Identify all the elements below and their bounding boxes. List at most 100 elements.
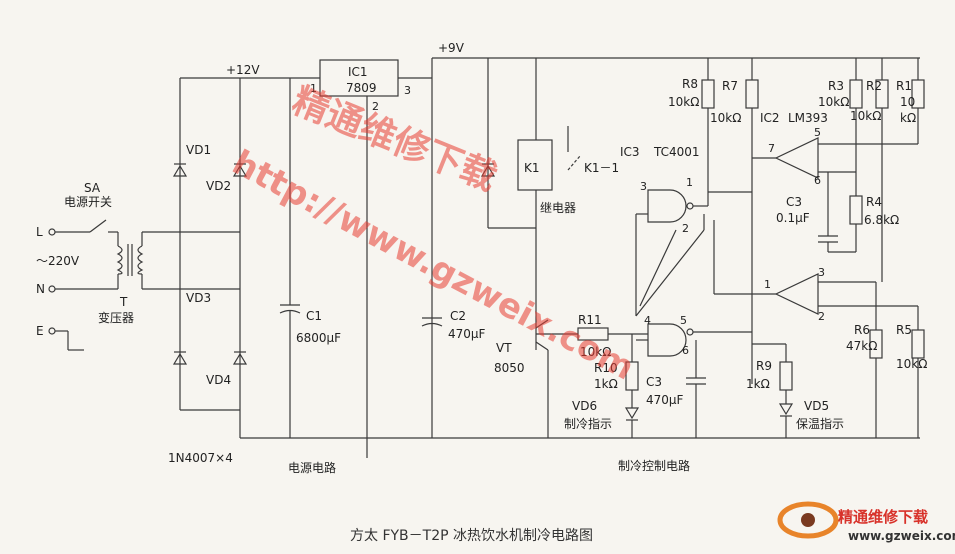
label-c1-val: 6800μF <box>296 331 341 345</box>
label-vd1: VD1 <box>186 143 211 157</box>
label-vd5-desc: 保温指示 <box>796 416 844 431</box>
label-r1-val: 10 <box>900 95 915 109</box>
label-ic1-pin1: 1 <box>310 82 317 95</box>
capacitor-c3-470 <box>686 340 706 438</box>
label-vd4: VD4 <box>206 373 231 387</box>
transistor-vt <box>535 318 578 438</box>
relay-k1 <box>480 58 581 318</box>
label-comp-pin6: 6 <box>814 174 821 187</box>
label-vt: VT <box>496 341 512 355</box>
label-comp-pin1: 1 <box>764 278 771 291</box>
label-r11: R11 <box>578 313 602 327</box>
label-r6-val: 47kΩ <box>846 339 877 353</box>
label-vd2: VD2 <box>206 179 231 193</box>
comparator-lower <box>713 220 918 315</box>
label-comp-pin7: 7 <box>768 142 775 155</box>
label-gate-pin2: 2 <box>682 222 689 235</box>
site-logo: 精通维修下载 www.gzweix.com <box>777 501 955 543</box>
label-r8-val: 10kΩ <box>668 95 699 109</box>
label-vd5: VD5 <box>804 399 829 413</box>
label-ic1-pin3: 3 <box>404 84 411 97</box>
label-sa: SA <box>84 181 101 195</box>
label-sa-desc: 电源开关 <box>64 195 112 209</box>
label-ic2: IC2 <box>760 111 780 125</box>
label-c2: C2 <box>450 309 466 323</box>
label-k1-1: K1－1 <box>584 161 619 175</box>
label-c2-val: 470μF <box>448 327 486 341</box>
resistor-r7 <box>745 58 759 332</box>
label-ic3-type: TC4001 <box>653 145 700 159</box>
label-gate-pin1: 1 <box>686 176 693 189</box>
label-r6: R6 <box>854 323 870 337</box>
label-control-section: 制冷控制电路 <box>618 458 690 473</box>
label-r7-val: 10kΩ <box>710 111 741 125</box>
label-c3: C3 <box>786 195 802 209</box>
label-gate-pin3: 3 <box>640 180 647 193</box>
label-c3b-val: 470μF <box>646 393 684 407</box>
resistor-r6 <box>869 282 883 438</box>
resistor-r4 <box>828 195 863 253</box>
label-diode-type: 1N4007×4 <box>168 451 233 465</box>
label-relay: 继电器 <box>540 201 576 215</box>
logo-eye-icon <box>777 501 839 539</box>
label-vd6: VD6 <box>572 399 597 413</box>
resistor-r3 <box>849 58 863 196</box>
label-c1: C1 <box>306 309 322 323</box>
bridge-rectifier <box>172 77 320 411</box>
label-comp-pin3: 3 <box>818 266 825 279</box>
label-vt-type: 8050 <box>494 361 525 375</box>
resistor-r1 <box>911 58 925 144</box>
label-ac: ～220V <box>36 254 80 268</box>
resistor-r2 <box>875 58 889 282</box>
label-r9-val: 1kΩ <box>746 377 770 391</box>
label-ic1-pin2: 2 <box>372 100 379 113</box>
label-c3-val: 0.1μF <box>776 211 810 225</box>
label-r9: R9 <box>756 359 772 373</box>
label-power-section: 电源电路 <box>288 460 336 475</box>
nand-gate-lower <box>647 323 753 384</box>
label-12v: +12V <box>226 63 260 77</box>
label-t-desc: 变压器 <box>98 310 134 325</box>
label-gate-pin6: 6 <box>682 344 689 357</box>
label-r11-val: 10kΩ <box>580 345 611 359</box>
label-r7: R7 <box>722 79 738 93</box>
comparator-upper <box>752 137 918 179</box>
label-ic1-type: 7809 <box>346 81 377 95</box>
led-vd6 <box>624 407 640 438</box>
logo-url: www.gzweix.com <box>848 529 955 543</box>
label-r5: R5 <box>896 323 912 337</box>
regulator-ic1 <box>319 59 432 438</box>
led-vd5 <box>778 403 794 438</box>
capacitor-c2 <box>421 317 443 327</box>
label-ic2-type: LM393 <box>788 111 828 125</box>
logo-name: 精通维修下载 <box>838 508 928 526</box>
label-ic1: IC1 <box>348 65 368 79</box>
label-c3b: C3 <box>646 375 662 389</box>
label-vd6-desc: 制冷指示 <box>564 416 612 431</box>
label-gate-pin4: 4 <box>644 314 651 327</box>
resistor-r5 <box>911 306 925 438</box>
capacitor-c3-01 <box>818 172 838 252</box>
label-gate-pin5: 5 <box>680 314 687 327</box>
ac-input <box>48 219 119 351</box>
transformer <box>116 231 240 290</box>
nand-gate-upper <box>647 188 752 223</box>
label-ic3: IC3 <box>620 145 640 159</box>
label-comp-pin5: 5 <box>814 126 821 139</box>
label-comp-pin2: 2 <box>818 310 825 323</box>
watermark-line2: http://www.gzweix.com <box>226 143 641 389</box>
label-r8: R8 <box>682 77 698 91</box>
label-r10: R10 <box>594 361 618 375</box>
label-r1: R1 <box>896 79 912 93</box>
label-n: N <box>36 282 45 296</box>
capacitor-c1 <box>279 78 301 438</box>
label-r10-val: 1kΩ <box>594 377 618 391</box>
label-r2-val: 10kΩ <box>850 109 881 123</box>
label-9v: +9V <box>438 41 465 55</box>
resistor-r10 <box>625 334 639 408</box>
label-r5-val: 10kΩ <box>896 357 927 371</box>
label-r3-val: 10kΩ <box>818 95 849 109</box>
label-l: L <box>36 225 43 239</box>
resistor-r8 <box>701 58 715 188</box>
